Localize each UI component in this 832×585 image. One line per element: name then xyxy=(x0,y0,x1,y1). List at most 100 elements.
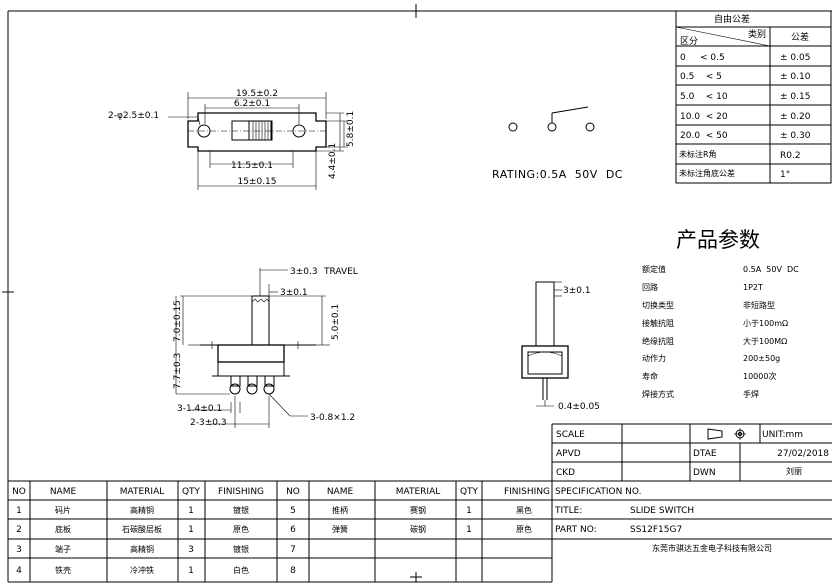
tolerance-header-tolerance: 公差 xyxy=(791,31,809,43)
tolerance-title: 自由公差 xyxy=(714,13,750,25)
dim-travel: 3±0.3 xyxy=(290,267,318,277)
bom-cell: 端子 xyxy=(55,544,71,554)
bom-cell: 1 xyxy=(466,506,472,516)
dwn-label: DWN xyxy=(693,468,716,478)
bom-cell: 石碳酸层板 xyxy=(122,524,162,534)
bom-cell: 7 xyxy=(290,545,296,555)
bom-header-finishing: FINISHING xyxy=(218,487,264,497)
param-label-4: 绝缘抗阻 xyxy=(642,336,674,346)
param-value-0: 0.5A 50V DC xyxy=(743,265,799,274)
tolerance-value-0: ± 0.05 xyxy=(780,53,810,63)
param-value-1: 1P2T xyxy=(743,283,763,292)
bom-cell: 黑色 xyxy=(516,505,532,515)
bom-header-name: NAME xyxy=(50,487,77,497)
tolerance-range-0: 0 < 0.5 xyxy=(680,53,725,63)
tolerance-header-category: 类别 xyxy=(748,28,766,40)
bom-cell: 3 xyxy=(16,545,22,555)
param-label-6: 寿命 xyxy=(642,371,658,381)
dim-height-right: 5.8±0.1 xyxy=(346,111,356,147)
bom-cell: 1 xyxy=(466,525,472,535)
bom-cell: 铁壳 xyxy=(55,565,71,575)
front-view: 3±0.3 TRAVEL 3±0.1 7.0±0.15 7.7±0.3 5.0±… xyxy=(173,267,358,428)
dim-pin-size: 3-0.8×1.2 xyxy=(310,413,355,423)
bom-table: NO NAME MATERIAL QTY FINISHING NO NAME M… xyxy=(8,480,552,583)
param-value-5: 200±50g xyxy=(743,354,780,363)
dim-inner: 11.5±0.1 xyxy=(231,161,273,171)
top-view: 2-φ2.5±0.1 19.5±0.2 6.2±0.1 11.5±0.1 15±… xyxy=(108,89,356,190)
param-value-7: 手焊 xyxy=(743,389,759,399)
tolerance-range-6: 未标注角底公差 xyxy=(679,168,735,178)
bom-cell: 推柄 xyxy=(332,505,348,515)
tolerance-header-range: 区分 xyxy=(680,36,698,47)
bom-cell: 4 xyxy=(16,566,22,576)
bom-cell: 5 xyxy=(290,506,296,516)
bom-cell: 原色 xyxy=(233,524,249,534)
actuator-ribs xyxy=(252,121,269,140)
dim-base: 15±0.15 xyxy=(237,177,276,187)
bom-cell: 镀银 xyxy=(233,505,249,515)
bom-header-qty: QTY xyxy=(182,487,201,497)
tolerance-range-4: 20.0 < 50 xyxy=(680,131,728,141)
param-value-6: 10000次 xyxy=(743,371,776,381)
dim-slot: 6.2±0.1 xyxy=(234,99,270,109)
bom-cell: 赛钢 xyxy=(410,505,426,515)
bom-header-finishing-2: FINISHING xyxy=(504,487,550,497)
dim-h-right: 5.0±0.1 xyxy=(331,304,341,340)
title-block: SCALE UNIT:mm APVD DTAE 27/02/2018 CKD D… xyxy=(551,423,832,582)
param-value-3: 小于100mΩ xyxy=(743,319,788,328)
bom-header-material-2: MATERIAL xyxy=(396,487,441,497)
dim-h-body: 7.0±0.15 xyxy=(173,300,183,342)
unit-label: UNIT:mm xyxy=(762,430,803,440)
spec-label: SPECIFICATION NO. xyxy=(555,487,641,497)
bom-header-no: NO xyxy=(12,487,26,497)
param-label-0: 额定值 xyxy=(642,264,666,274)
date-value: 27/02/2018 xyxy=(777,449,829,459)
dim-overall: 19.5±0.2 xyxy=(236,89,278,99)
param-value-2: 非短路型 xyxy=(743,300,775,310)
bom-cell: 底板 xyxy=(55,524,71,534)
tolerance-value-3: ± 0.20 xyxy=(780,112,811,122)
bom-cell: 1 xyxy=(188,566,194,576)
bom-cell: 8 xyxy=(290,566,296,576)
tolerance-table: 自由公差 类别 区分 公差 0 < 0.5 ± 0.05 0.5 < 5 ± 0… xyxy=(675,10,832,184)
rating-label: RATING:0.5A 50V DC xyxy=(492,168,623,181)
dwn-value: 刘丽 xyxy=(786,466,802,476)
param-label-1: 回路 xyxy=(642,282,658,292)
bom-cell: 2 xyxy=(16,525,22,535)
bom-header-no-2: NO xyxy=(286,487,300,497)
dim-hole: 2-φ2.5±0.1 xyxy=(108,111,159,121)
bom-cell: 1 xyxy=(188,525,194,535)
dim-travel-label: TRAVEL xyxy=(323,267,358,277)
dim-h-total: 7.7±0.3 xyxy=(173,353,183,389)
bom-cell: 冷冲铁 xyxy=(130,565,154,575)
bom-cell: 弹簧 xyxy=(332,524,348,534)
bom-header-name-2: NAME xyxy=(327,487,354,497)
bom-cell: 3 xyxy=(188,545,194,555)
bom-header-material: MATERIAL xyxy=(120,487,165,497)
bom-cell: 镀银 xyxy=(233,544,249,554)
tolerance-range-3: 10.0 < 20 xyxy=(680,112,728,122)
param-label-5: 动作力 xyxy=(642,353,666,363)
bom-cell: 码片 xyxy=(55,505,71,515)
params-title: 产品参数 xyxy=(676,228,760,252)
date-label: DTAE xyxy=(693,449,717,459)
side-view: 3±0.1 0.4±0.05 xyxy=(521,281,600,412)
company-name: 东莞市骐达五金电子科技有限公司 xyxy=(652,543,772,553)
dim-height-body: 4.4±0.1 xyxy=(328,143,338,179)
ckd-label: CKD xyxy=(556,468,575,478)
bom-cell: 1 xyxy=(188,506,194,516)
title-value: SLIDE SWITCH xyxy=(630,506,694,516)
bom-header-qty-2: QTY xyxy=(460,487,479,497)
dim-pin-thickness: 0.4±0.05 xyxy=(558,402,600,412)
apvd-label: APVD xyxy=(556,449,581,459)
tolerance-value-5: R0.2 xyxy=(780,151,801,161)
bom-cell: 原色 xyxy=(516,524,532,534)
part-label: PART NO: xyxy=(555,525,597,535)
param-label-2: 切换类型 xyxy=(642,300,674,310)
dim-actuator: 3±0.1 xyxy=(280,288,308,298)
tolerance-range-5: 未标注R角 xyxy=(679,149,717,159)
circuit-schematic: RATING:0.5A 50V DC xyxy=(492,106,623,181)
param-label-3: 接触抗阻 xyxy=(642,318,674,328)
tolerance-range-1: 0.5 < 5 xyxy=(680,72,722,82)
